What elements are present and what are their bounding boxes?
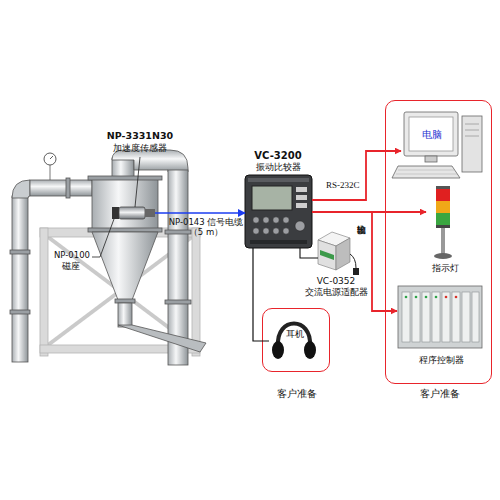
plc-node: 程序控制器 xyxy=(397,284,485,370)
adapter-node: VC-0352交流电源适配器 xyxy=(318,232,350,270)
headphones xyxy=(272,324,316,360)
comparator-node: VC-3200振动比较器 xyxy=(245,175,312,248)
accelerometer-sensor xyxy=(112,207,155,219)
cyclone-body xyxy=(88,150,206,365)
leader-line xyxy=(92,157,140,257)
ac-adapter xyxy=(318,232,359,275)
stack-light xyxy=(434,186,452,259)
node-label: 加速度传感器 xyxy=(95,143,185,153)
node-label: NP-3331N30 xyxy=(95,131,185,142)
node-label: 振动比较器 xyxy=(238,162,318,172)
customer-group: 客户准备电脑指示灯程序控制器 xyxy=(385,100,492,384)
signal-cable xyxy=(155,212,245,214)
edge-label: RS-232C xyxy=(326,180,376,190)
node-label: 客户准备 xyxy=(262,389,332,400)
node-label: 客户准备 xyxy=(405,389,475,400)
indicator-node: 指示灯 xyxy=(426,187,464,277)
node-label: VC-0352 xyxy=(294,276,378,286)
plc-rack xyxy=(398,286,482,348)
power-cord xyxy=(300,248,318,258)
node-label: 电脑 xyxy=(410,129,454,141)
node-label: 交流电源适配器 xyxy=(294,287,378,297)
inlet-pipe xyxy=(10,153,92,362)
sensor-node: NP-3331N30加速度传感器 xyxy=(118,206,155,220)
output-line xyxy=(312,211,426,213)
edge-label: NP-0143 信号电缆（5 m） xyxy=(166,218,246,238)
computer-node: 电脑 xyxy=(401,111,486,181)
node-label: 耳机 xyxy=(275,329,315,339)
output-line xyxy=(312,212,397,311)
part-label: 磁座 xyxy=(62,262,80,272)
headphone-cord xyxy=(253,248,269,341)
node-label: 指示灯 xyxy=(415,263,475,273)
customer-group: 客户准备耳机 xyxy=(262,308,330,372)
computer xyxy=(392,112,482,178)
comparator-unit xyxy=(245,175,312,248)
node-label: VC-3200 xyxy=(238,150,318,162)
node-label: 程序控制器 xyxy=(401,355,481,365)
headphone-node: 耳机 xyxy=(269,315,323,365)
part-label: NP-0100 xyxy=(54,251,90,261)
serial-line xyxy=(312,151,401,200)
